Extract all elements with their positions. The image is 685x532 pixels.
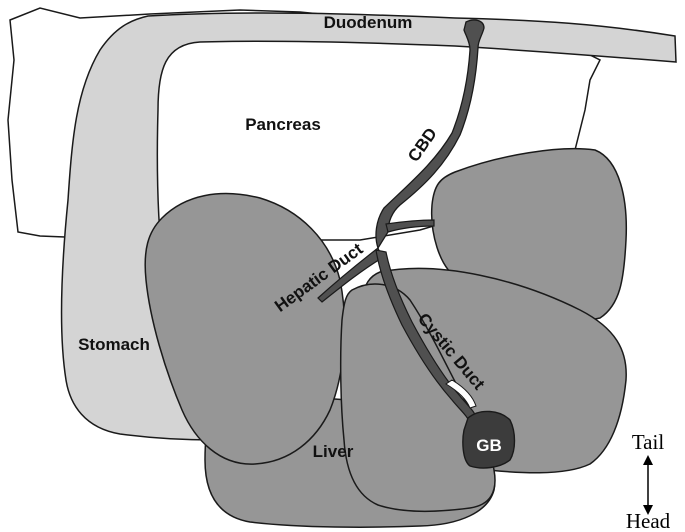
arrow-down-icon xyxy=(643,505,653,515)
orientation-head-label: Head xyxy=(626,509,671,532)
liver-lobe-center xyxy=(339,283,496,513)
common-bile-duct xyxy=(375,19,485,250)
label-duodenum: Duodenum xyxy=(324,13,413,32)
label-liver: Liver xyxy=(313,442,354,461)
label-pancreas: Pancreas xyxy=(245,115,321,134)
label-gb: GB xyxy=(476,436,502,455)
orientation-indicator: Tail Head xyxy=(626,430,671,532)
liver-lobe-left xyxy=(144,192,346,465)
duct-branch-right xyxy=(385,219,435,233)
hepatic-duct-shape xyxy=(317,247,383,303)
label-stomach: Stomach xyxy=(78,335,150,354)
orientation-tail-label: Tail xyxy=(632,430,665,454)
gallbladder-shape xyxy=(462,410,516,469)
stomach-shape xyxy=(60,12,677,441)
arrow-up-icon xyxy=(643,455,653,465)
gallbladder-neck xyxy=(445,379,477,409)
